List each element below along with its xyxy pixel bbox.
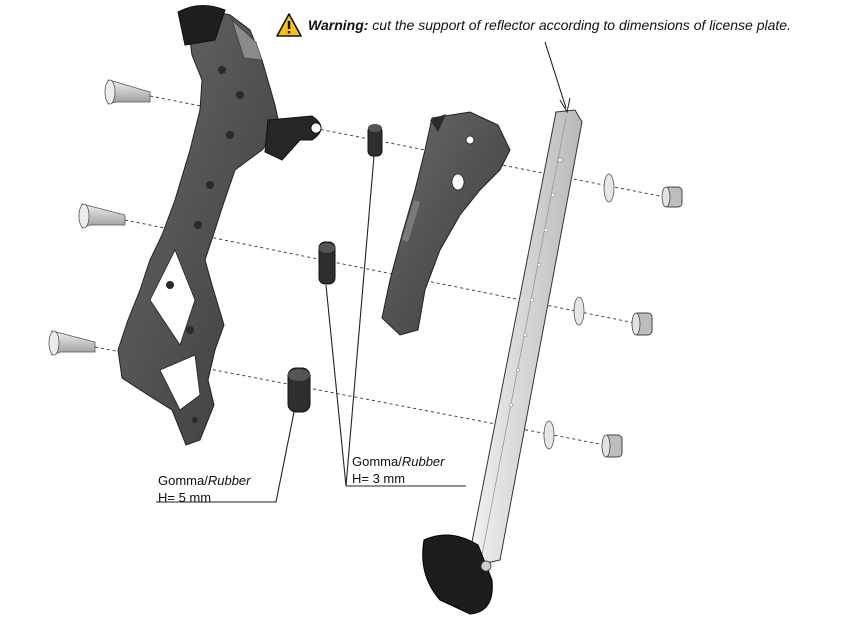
warning-triangle-icon — [276, 13, 302, 37]
assembly-axes — [94, 95, 671, 447]
washer-middle — [573, 296, 585, 326]
callout-height: H= 3 mm — [352, 471, 406, 486]
washers — [543, 173, 615, 450]
callout-rubber-5mm: Gomma/Rubber H= 5 mm — [158, 472, 250, 506]
warning-text: Warning: cut the support of reflector ac… — [308, 17, 791, 33]
leader-3mm-b — [345, 155, 375, 487]
rubber-spacer-top — [367, 124, 383, 157]
leader-lines — [156, 41, 571, 503]
axis-top — [149, 95, 671, 199]
rubber-spacer-3mm — [318, 241, 336, 285]
callout-material: Gomma/Rubber — [158, 473, 251, 488]
nut-bottom — [601, 434, 623, 458]
callout-rubber-3mm: Gomma/Rubber H= 3 mm — [352, 453, 444, 487]
reflector-holder — [381, 111, 511, 336]
callout-material: Gomma/Rubber — [352, 454, 445, 469]
reflector-support-arm — [422, 109, 583, 615]
leader-5mm — [156, 411, 295, 503]
callout-height: H= 5 mm — [158, 490, 212, 505]
leader-3mm-a — [325, 284, 347, 487]
nut-top — [661, 186, 683, 208]
bolt-bottom — [48, 330, 96, 356]
rubber-spacer-5mm — [287, 367, 311, 413]
warning-message: cut the support of reflector according t… — [372, 17, 791, 33]
bolt-top — [104, 79, 151, 105]
warning-label: Warning: — [308, 17, 369, 33]
leader-warning-arrow — [559, 97, 571, 114]
main-bracket — [117, 5, 322, 446]
leader-warning — [544, 41, 567, 109]
bolt-middle — [78, 203, 126, 229]
warning-note: Warning: cut the support of reflector ac… — [276, 10, 791, 40]
washer-bottom — [543, 420, 555, 450]
washer-top — [603, 173, 615, 203]
nut-middle — [631, 312, 653, 336]
